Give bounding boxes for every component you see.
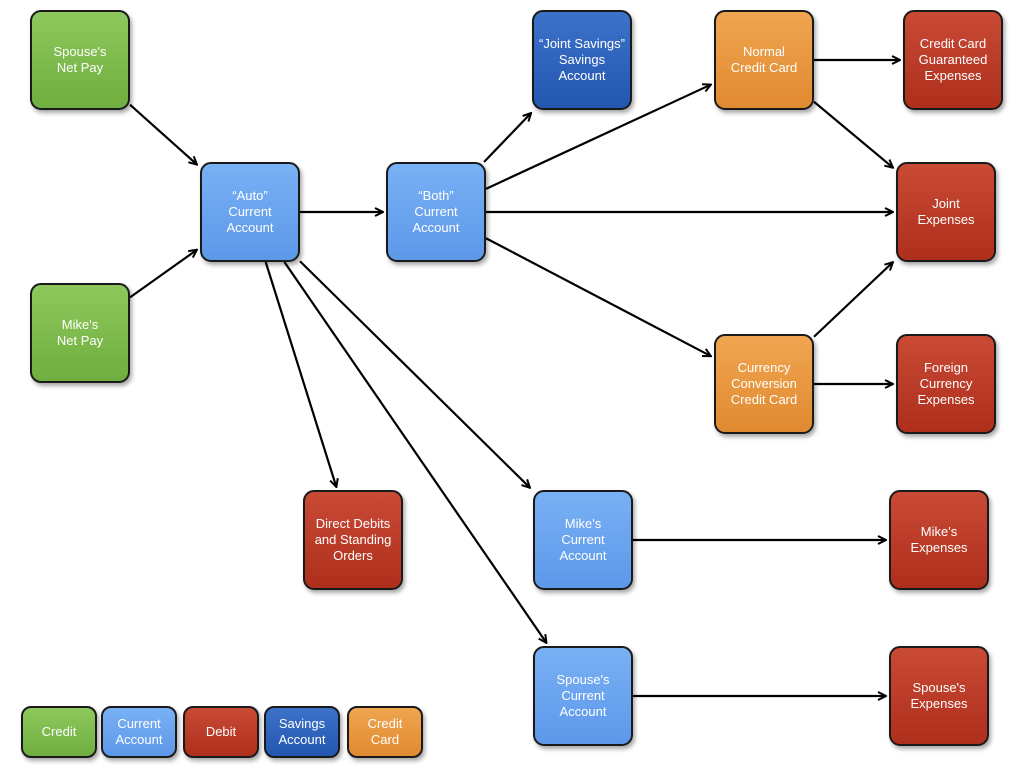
credit-card-guaranteed-expenses-label: Credit Card Guaranteed Expenses [918, 36, 988, 83]
spouse-current-account-node[interactable]: Spouse's Current Account [533, 646, 633, 746]
mike-expenses-label: Mike's Expenses [910, 524, 968, 555]
foreign-currency-expenses-node[interactable]: Foreign Currency Expenses [896, 334, 996, 434]
joint-expenses-label: Joint Expenses [917, 196, 975, 227]
credit-card-guaranteed-expenses-node[interactable]: Credit Card Guaranteed Expenses [903, 10, 1003, 110]
legend-credit-card: Credit Card [347, 706, 423, 758]
arrow-normal-credit-card-to-joint-expenses [813, 100, 893, 168]
legend-credit: Credit [21, 706, 97, 758]
direct-debits-standing-orders-node[interactable]: Direct Debits and Standing Orders [303, 490, 403, 590]
legend-current-account: Current Account [101, 706, 177, 758]
normal-credit-card-node[interactable]: Normal Credit Card [714, 10, 814, 110]
spouse-expenses-node[interactable]: Spouse's Expenses [889, 646, 989, 746]
arrow-spouse-net-pay-to-auto-current [129, 103, 197, 165]
both-current-account-label: “Both” Current Account [412, 188, 460, 235]
arrow-auto-current-to-direct-debits [264, 261, 337, 487]
legend-credit-card-label: Credit Card [367, 716, 403, 747]
legend-current-account-label: Current Account [115, 716, 163, 747]
joint-savings-account-label: “Joint Savings” Savings Account [539, 36, 625, 83]
legend-savings-account-label: Savings Account [278, 716, 326, 747]
mike-current-account-label: Mike's Current Account [559, 516, 607, 563]
normal-credit-card-label: Normal Credit Card [730, 44, 798, 75]
legend-debit-label: Debit [205, 724, 237, 739]
spouse-net-pay-label: Spouse's Net Pay [53, 44, 107, 75]
arrow-auto-current-to-spouse-current [283, 261, 546, 643]
auto-current-account-label: “Auto” Current Account [226, 188, 274, 235]
arrow-currency-card-to-joint-expenses [813, 262, 893, 338]
mike-net-pay-label: Mike's Net Pay [56, 317, 104, 348]
auto-current-account-node[interactable]: “Auto” Current Account [200, 162, 300, 262]
legend-savings-account: Savings Account [264, 706, 340, 758]
currency-conversion-credit-card-node[interactable]: Currency Conversion Credit Card [714, 334, 814, 434]
arrow-mike-net-pay-to-auto-current [129, 250, 197, 299]
foreign-currency-expenses-label: Foreign Currency Expenses [917, 360, 975, 407]
both-current-account-node[interactable]: “Both” Current Account [386, 162, 486, 262]
spouse-net-pay-node[interactable]: Spouse's Net Pay [30, 10, 130, 110]
mike-current-account-node[interactable]: Mike's Current Account [533, 490, 633, 590]
arrow-auto-current-to-mike-current [299, 260, 530, 488]
currency-conversion-credit-card-label: Currency Conversion Credit Card [730, 360, 798, 407]
legend-debit: Debit [183, 706, 259, 758]
legend-credit-label: Credit [41, 724, 77, 739]
mike-expenses-node[interactable]: Mike's Expenses [889, 490, 989, 590]
mike-net-pay-node[interactable]: Mike's Net Pay [30, 283, 130, 383]
joint-expenses-node[interactable]: Joint Expenses [896, 162, 996, 262]
spouse-current-account-label: Spouse's Current Account [556, 672, 610, 719]
joint-savings-account-node[interactable]: “Joint Savings” Savings Account [532, 10, 632, 110]
arrow-both-current-to-normal-credit-card [485, 85, 711, 190]
spouse-expenses-label: Spouse's Expenses [910, 680, 968, 711]
arrow-both-current-to-joint-savings [483, 113, 531, 163]
arrow-both-current-to-currency-card [485, 237, 711, 356]
direct-debits-standing-orders-label: Direct Debits and Standing Orders [314, 516, 392, 563]
